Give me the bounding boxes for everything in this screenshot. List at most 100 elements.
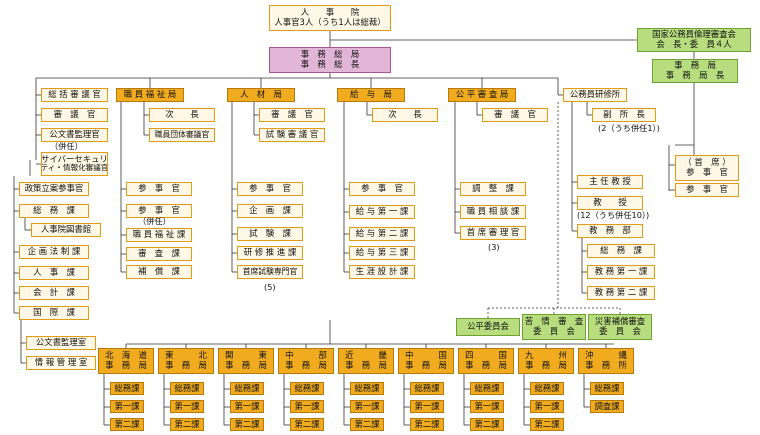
- left-box-2[interactable]: 公文書監理官: [41, 128, 108, 142]
- left-lower-5[interactable]: 会 計 課: [19, 286, 89, 300]
- left-lower-0[interactable]: 政策立案参事官: [19, 182, 89, 196]
- regional-section-3-1[interactable]: 第一課: [290, 400, 324, 413]
- left-lower-4[interactable]: 人 事 課: [19, 266, 89, 280]
- welfare-box-6[interactable]: 補 償 課: [126, 265, 192, 279]
- regional-office-5[interactable]: 中 国事 務 局: [398, 348, 454, 374]
- regional-section-1-0[interactable]: 総務課: [170, 382, 204, 395]
- fair-committee-label: 公平委員会: [467, 321, 509, 332]
- regional-office-8[interactable]: 沖 縄事 務 所: [578, 348, 634, 374]
- fair-box-1[interactable]: 調 整 課: [460, 182, 526, 196]
- regional-section-0-0[interactable]: 総務課: [110, 382, 144, 395]
- left-lower-2[interactable]: 人事院図書館: [31, 223, 101, 237]
- salary-box-0[interactable]: 次 長: [372, 108, 438, 122]
- salary-box-2[interactable]: 給 与 第 一 課: [349, 205, 415, 219]
- regional-office-7[interactable]: 九 州事 務 局: [518, 348, 574, 374]
- regional-office-1[interactable]: 東 北事 務 局: [158, 348, 214, 374]
- regional-section-3-2[interactable]: 第二課: [290, 418, 324, 431]
- regional-section-2-0[interactable]: 総務課: [230, 382, 264, 395]
- salary-label-1: 参 事 官: [361, 183, 403, 194]
- regional-section-4-2[interactable]: 第二課: [350, 418, 384, 431]
- fair-box-0[interactable]: 審 議 官: [482, 108, 548, 122]
- salary-box-1[interactable]: 参 事 官: [349, 182, 415, 196]
- info-management-box[interactable]: 情 報 管 理 室: [26, 356, 96, 370]
- regional-section-2-2[interactable]: 第二課: [230, 418, 264, 431]
- hr-box-4[interactable]: 試 験 課: [237, 227, 303, 241]
- regional-section-label: 第一課: [534, 400, 560, 411]
- regional-section-1-1[interactable]: 第一課: [170, 400, 204, 413]
- regional-section-5-0[interactable]: 総務課: [410, 382, 444, 395]
- regional-section-4-0[interactable]: 総務課: [350, 382, 384, 395]
- bureau-welfare[interactable]: 職 員 福 祉 局: [116, 88, 184, 102]
- records-office-box[interactable]: 公文書監理室: [26, 336, 96, 350]
- left-box-0[interactable]: 総 括 審 議 官: [41, 88, 108, 102]
- regional-section-8-1[interactable]: 調査課: [590, 400, 624, 413]
- regional-section-0-2[interactable]: 第二課: [110, 418, 144, 431]
- welfare-box-4[interactable]: 職 員 福 祉 課: [126, 228, 192, 242]
- ethics-bureau-box[interactable]: 事 務 局 事 務 局 長: [652, 59, 738, 83]
- institute-box-0[interactable]: 副 所 長: [592, 108, 656, 122]
- regional-office-line1: 中 部: [285, 350, 327, 361]
- hr-box-2[interactable]: 参 事 官: [237, 182, 303, 196]
- regional-section-0-1[interactable]: 第一課: [110, 400, 144, 413]
- institute-box-6[interactable]: 教 務 第 二 課: [587, 286, 655, 300]
- welfare-box-2[interactable]: 参 事 官: [126, 182, 192, 196]
- fair-committee-box[interactable]: 公平委員会: [456, 318, 520, 336]
- regional-section-7-1[interactable]: 第一課: [530, 400, 564, 413]
- institute-box-3[interactable]: 教 務 部: [577, 224, 643, 238]
- institute-box[interactable]: 公務員研修所: [563, 88, 627, 102]
- regional-section-6-0[interactable]: 総務課: [470, 382, 504, 395]
- hr-box-6[interactable]: 首席試験専門官: [237, 265, 303, 279]
- fair-box-2[interactable]: 職 員 相 談 課: [460, 205, 526, 219]
- left-lower-1[interactable]: 総 務 課: [19, 204, 89, 218]
- ethics-counselor-box[interactable]: 参 事 官: [675, 183, 739, 197]
- welfare-box-0[interactable]: 次 長: [149, 108, 215, 122]
- welfare-box-1[interactable]: 職員団体審議官: [149, 128, 215, 142]
- welfare-box-3[interactable]: 参 事 官: [126, 204, 192, 218]
- ethics-board-box[interactable]: 国家公務員倫理審査会 会 長・委 員４人: [637, 28, 751, 52]
- regional-section-8-0[interactable]: 総務課: [590, 382, 624, 395]
- bureau-salary[interactable]: 給 与 局: [337, 88, 405, 102]
- institute-box-1[interactable]: 主 任 教 授: [577, 175, 643, 189]
- salary-box-4[interactable]: 給 与 第 三 課: [349, 246, 415, 260]
- regional-section-4-1[interactable]: 第一課: [350, 400, 384, 413]
- hr-box-1[interactable]: 試 験 審 議 官: [259, 128, 325, 142]
- bureau-hr[interactable]: 人 材 局: [227, 88, 295, 102]
- regional-section-5-1[interactable]: 第一課: [410, 400, 444, 413]
- left-lower-6[interactable]: 国 際 課: [19, 306, 89, 320]
- root-box[interactable]: 人 事 院 人事官3人（うち1人は総裁）: [269, 5, 391, 31]
- institute-box-2[interactable]: 教 授: [577, 196, 643, 210]
- regional-section-label: 第二課: [234, 418, 260, 429]
- regional-section-6-1[interactable]: 第一課: [470, 400, 504, 413]
- institute-box-5[interactable]: 教 務 第 一 課: [587, 265, 655, 279]
- regional-section-2-1[interactable]: 第一課: [230, 400, 264, 413]
- bureau-fair[interactable]: 公 平 審 査 局: [448, 88, 516, 102]
- grievance-committee-box[interactable]: 苦 情 審 査 委 員 会: [522, 314, 586, 340]
- regional-office-4[interactable]: 近 畿事 務 局: [338, 348, 394, 374]
- ethics-chief-box[interactable]: （ 首 席 ） 参 事 官: [675, 155, 739, 181]
- left-lower-3[interactable]: 企 画 法 制 課: [19, 245, 89, 259]
- fair-box-3[interactable]: 首 席 審 理 官: [460, 226, 526, 240]
- hr-box-5[interactable]: 研 修 推 進 課: [237, 246, 303, 260]
- regional-section-1-2[interactable]: 第二課: [170, 418, 204, 431]
- regional-office-2[interactable]: 関 東事 務 局: [218, 348, 274, 374]
- left-box-1[interactable]: 審 議 官: [41, 108, 108, 122]
- regional-office-3[interactable]: 中 部事 務 局: [278, 348, 334, 374]
- disaster-committee-box[interactable]: 災害補償審査 委 員 会: [588, 314, 652, 340]
- general-secretariat-box[interactable]: 事 務 総 局 事 務 総 長: [269, 47, 391, 73]
- regional-section-6-2[interactable]: 第二課: [470, 418, 504, 431]
- salary-box-3[interactable]: 給 与 第 二 課: [349, 227, 415, 241]
- bureau-salary-label: 給 与 局: [350, 89, 392, 100]
- institute-box-4[interactable]: 総 務 課: [587, 244, 655, 258]
- cyber-box[interactable]: サイバーセキュリ ティ・情報化審議官: [41, 152, 108, 176]
- salary-box-5[interactable]: 生 涯 設 計 課: [349, 265, 415, 279]
- regional-section-7-0[interactable]: 総務課: [530, 382, 564, 395]
- regional-section-7-2[interactable]: 第二課: [530, 418, 564, 431]
- regional-section-3-0[interactable]: 総務課: [290, 382, 324, 395]
- regional-office-0[interactable]: 北 海 道事 務 局: [98, 348, 154, 374]
- welfare-box-5[interactable]: 審 査 課: [126, 247, 192, 261]
- regional-section-5-2[interactable]: 第二課: [410, 418, 444, 431]
- left-label-2: 公文書監理官: [49, 129, 100, 140]
- hr-box-0[interactable]: 審 議 官: [259, 108, 325, 122]
- hr-box-3[interactable]: 企 画 課: [237, 204, 303, 218]
- regional-office-6[interactable]: 四 国事 務 局: [458, 348, 514, 374]
